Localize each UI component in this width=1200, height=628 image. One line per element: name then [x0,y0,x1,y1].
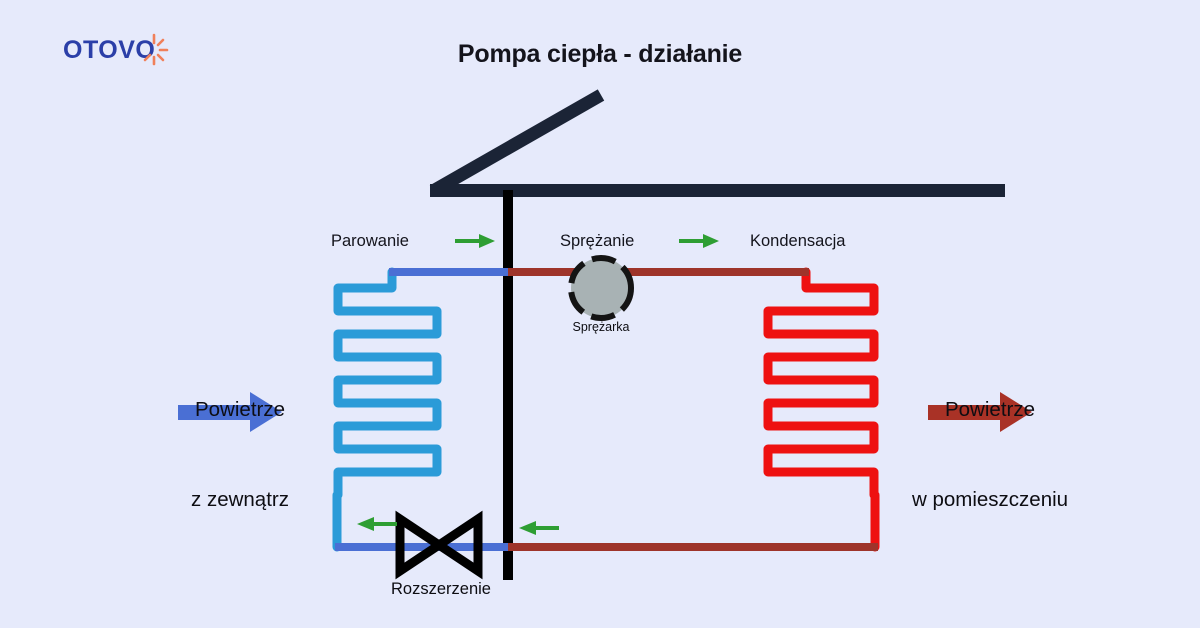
otovo-logo[interactable]: OTOVO [63,33,173,70]
evaporator-coil-icon [332,267,442,552]
label-expansion-valve: Rozszerzenie [391,580,491,598]
label-outside-air-line2: z zewnątrz [191,488,289,511]
label-inside-air-line2: w pomieszczeniu [911,488,1069,511]
label-condensation: Kondensacja [750,232,846,250]
compressor-circle-icon [568,255,634,321]
outside-air-arrow-icon [178,392,282,432]
inside-air-arrow-icon [928,392,1032,432]
label-compression: Sprężanie [560,232,635,250]
label-inside-air-line1: Powietrze [944,398,1035,421]
label-inside-air: Powietrze w pomieszczeniu [880,335,1100,575]
condenser-coil-icon [763,267,880,552]
arrow-right-icon-compression [679,234,719,248]
arrow-left-icon-return-left [357,517,397,531]
wall-divider-icon [503,190,513,580]
arrow-left-icon-return-right [519,521,559,535]
house-outline-icon [429,89,1005,197]
page-title: Pompa ciepła - działanie [457,40,743,68]
bowtie-valve-icon [395,510,483,580]
label-outside-air-line1: Powietrze [194,398,285,421]
spark-icon [143,33,169,66]
arrow-right-icon-evaporation [455,234,495,248]
label-compressor: Sprężarka [572,320,630,334]
logo-wordmark: OTOVO [63,36,156,64]
label-evaporation: Parowanie [331,232,409,250]
label-outside-air: Powietrze z zewnątrz [150,335,330,575]
